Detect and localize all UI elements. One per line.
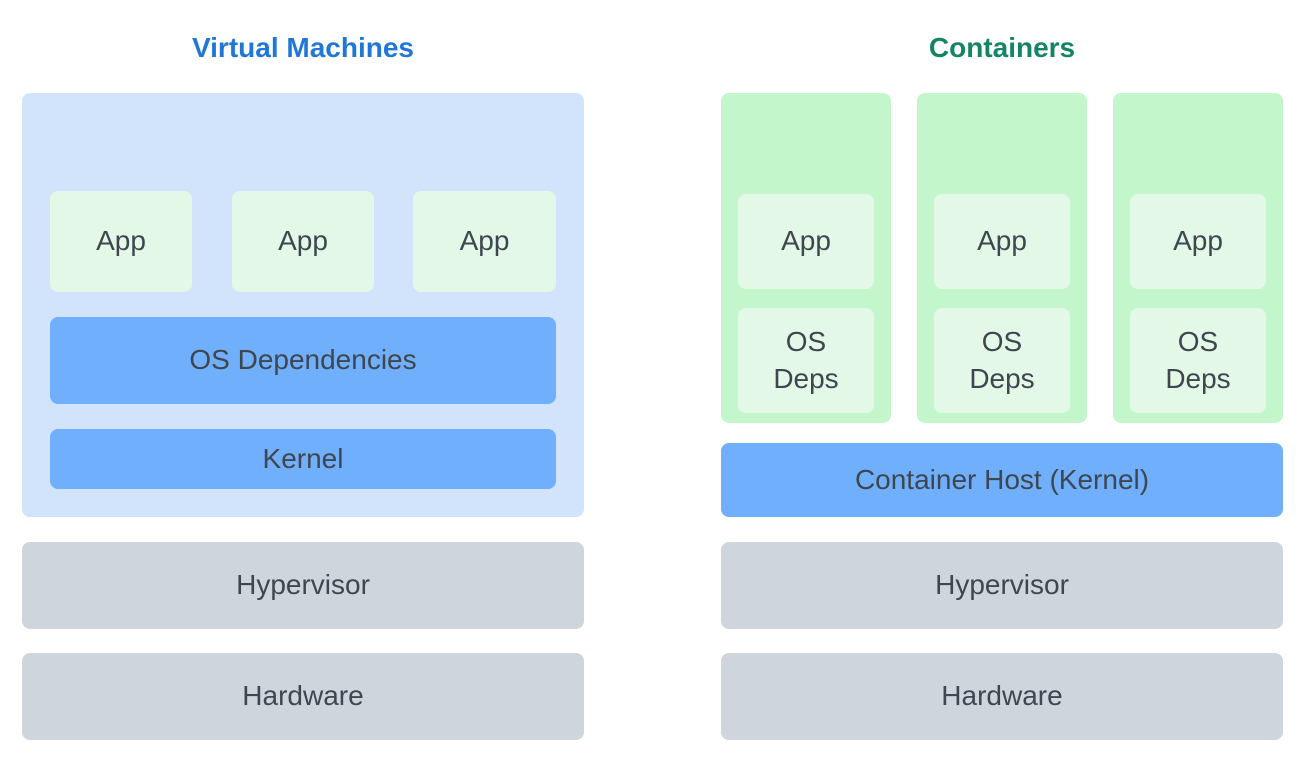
container-hypervisor-layer: Hypervisor (721, 542, 1283, 629)
vm-app-box: App (50, 191, 192, 292)
container-os-deps-box: OS Deps (738, 308, 874, 413)
deps-label-line: OS (1177, 326, 1219, 358)
vm-kernel-layer: Kernel (50, 429, 556, 489)
container-host-layer: Container Host (Kernel) (721, 443, 1283, 517)
vm-title: Virtual Machines (191, 32, 414, 63)
containers-title: Containers (928, 32, 1076, 63)
vm-hardware-layer: Hardware (22, 653, 584, 740)
container-app-box: App (738, 194, 874, 289)
deps-label-line: Deps (773, 362, 839, 394)
container-hardware-layer: Hardware (721, 653, 1283, 740)
vm-app-box: App (413, 191, 556, 292)
container-app-box: App (1130, 194, 1266, 289)
container-os-deps-box: OS Deps (1130, 308, 1266, 413)
vm-hypervisor-layer: Hypervisor (22, 542, 584, 629)
container-app-box: App (934, 194, 1070, 289)
deps-label-line: OS (785, 326, 827, 358)
vm-app-box: App (232, 191, 374, 292)
vm-os-dependencies-layer: OS Dependencies (50, 317, 556, 404)
deps-label-line: Deps (969, 362, 1035, 394)
deps-label-line: Deps (1165, 362, 1231, 394)
deps-label-line: OS (981, 326, 1023, 358)
container-os-deps-box: OS Deps (934, 308, 1070, 413)
